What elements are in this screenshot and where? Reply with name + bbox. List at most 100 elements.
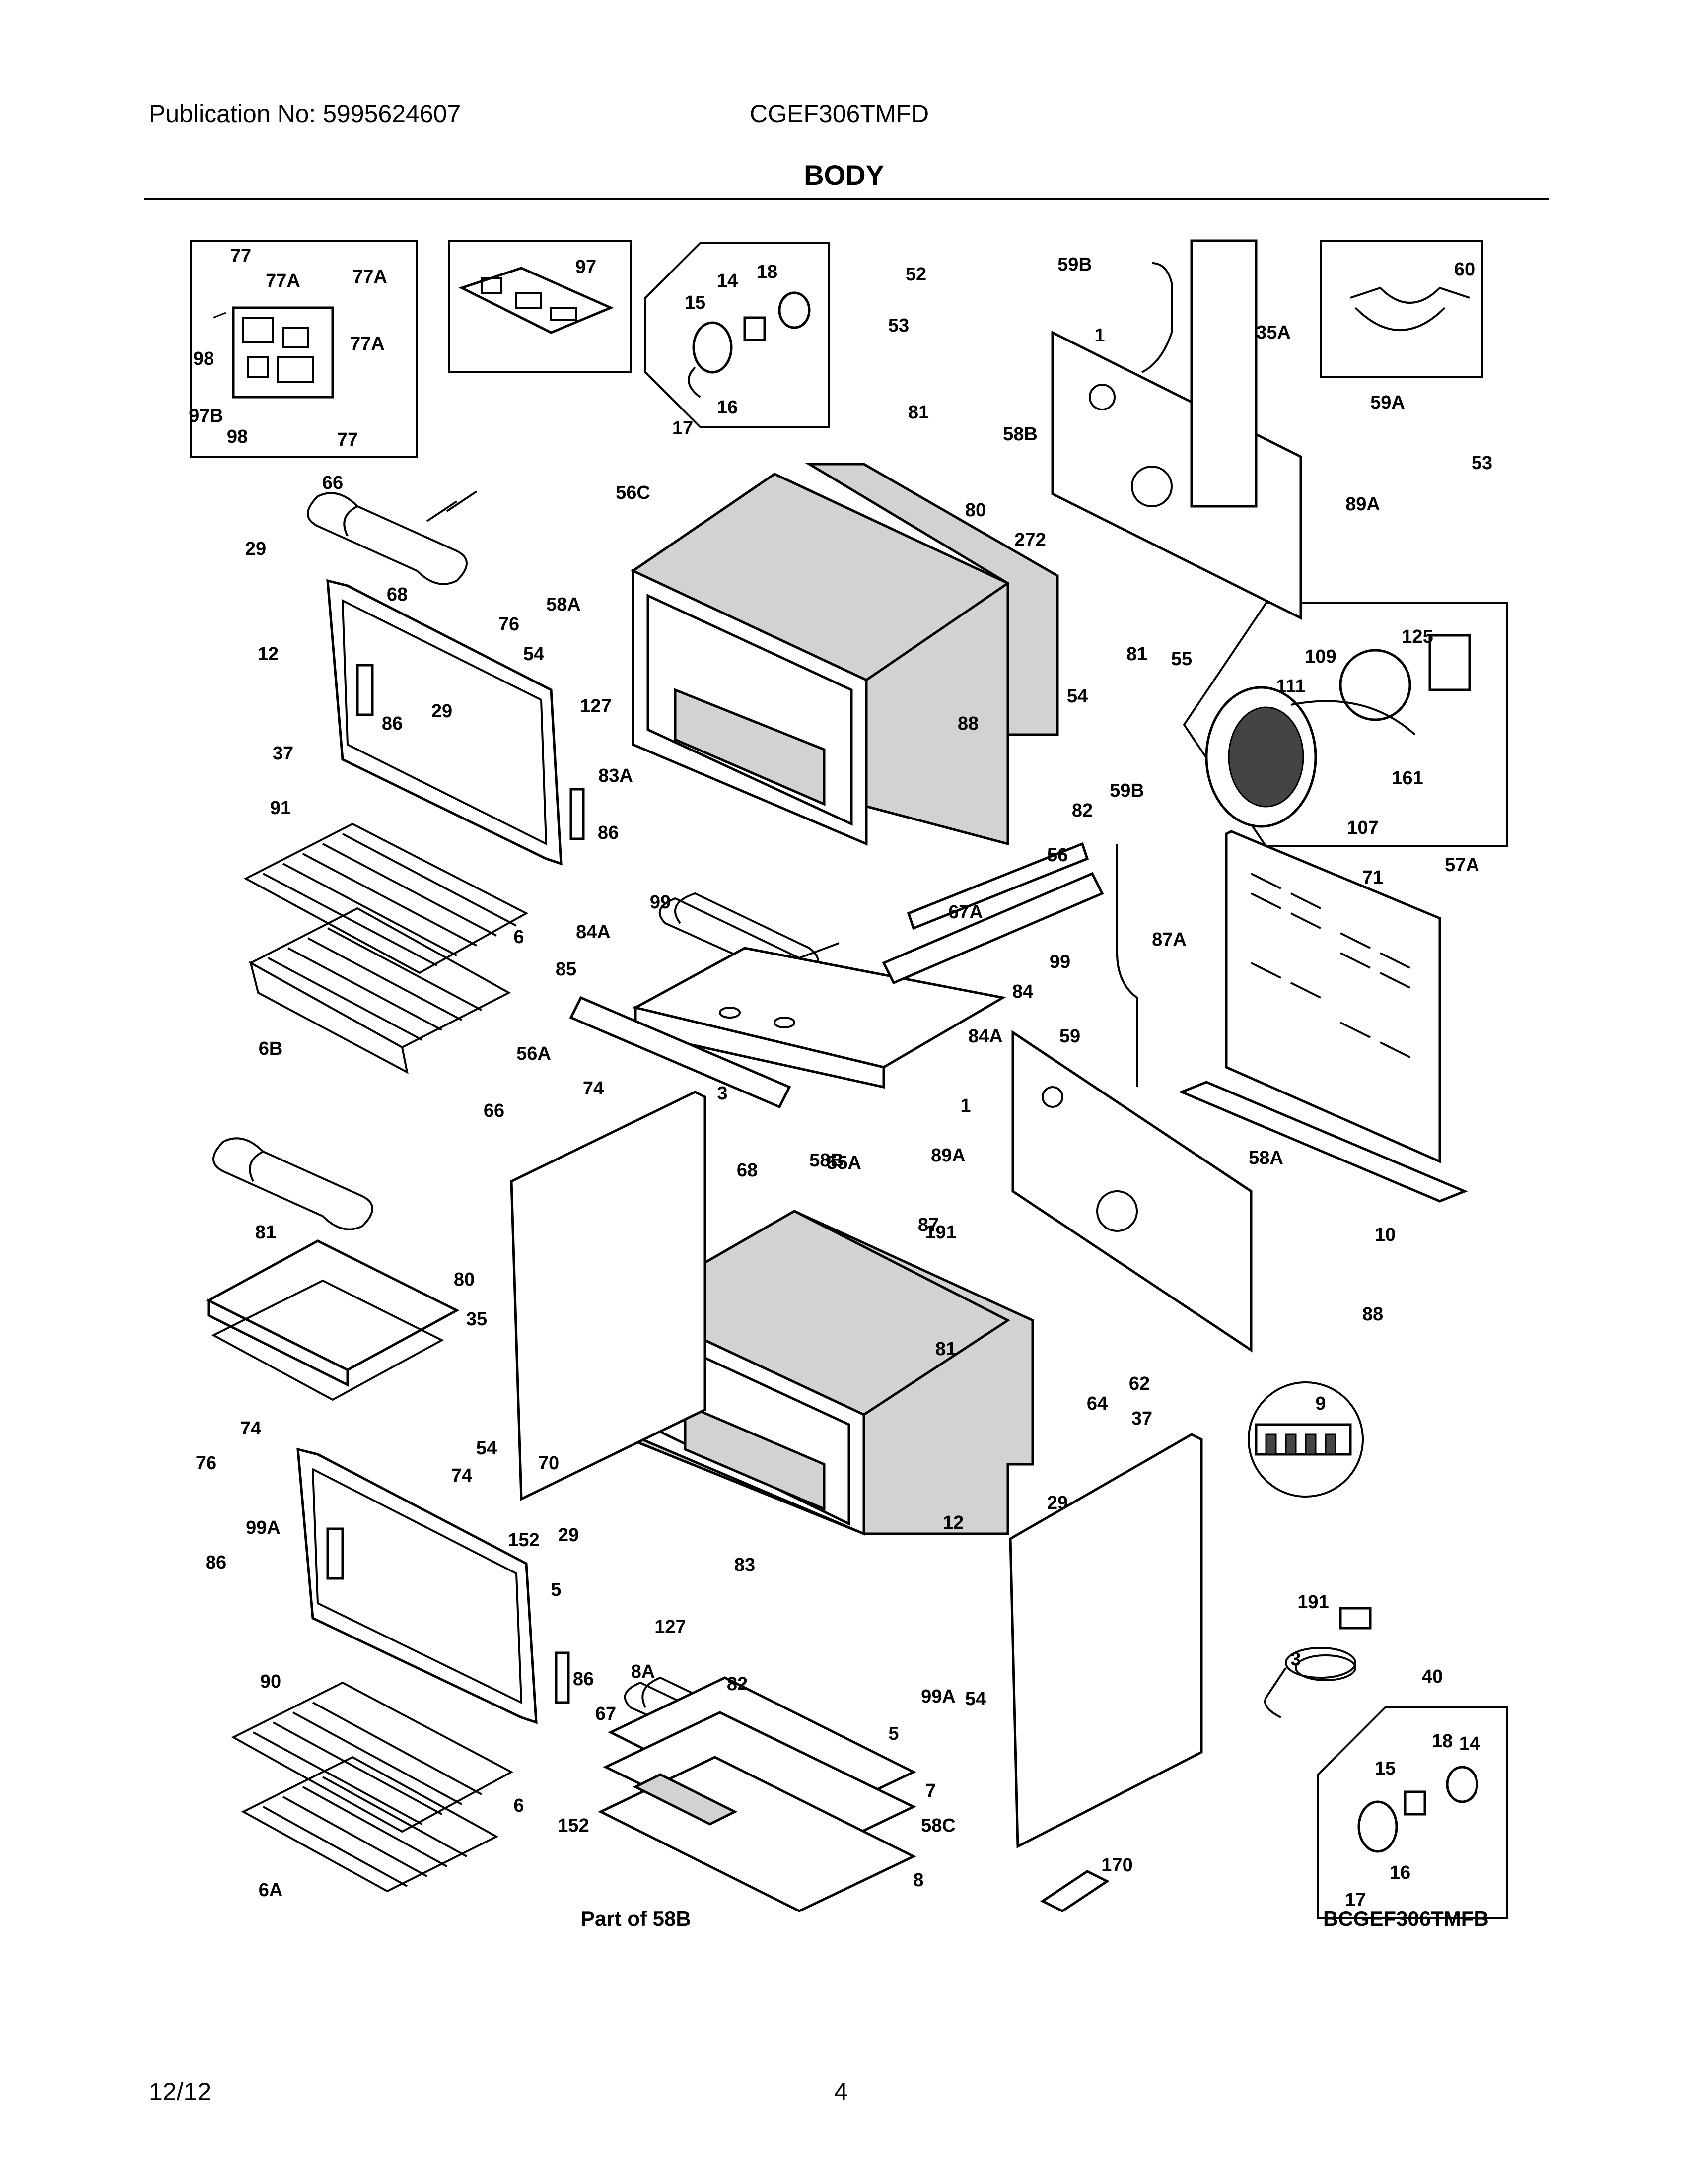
callout-60: 60 [1454, 259, 1475, 280]
callout-80: 80 [454, 1269, 475, 1290]
callout-161: 161 [1392, 768, 1423, 789]
callout-81: 81 [935, 1339, 956, 1360]
callout-17: 17 [672, 418, 693, 439]
callout-87: 87 [918, 1215, 939, 1235]
callout-67: 67 [595, 1704, 616, 1724]
lower-broil-element [212, 1137, 373, 1230]
callout-58b: 58B [1003, 424, 1038, 445]
lower-door-frame [296, 1447, 570, 1724]
callout-29: 29 [1047, 1493, 1068, 1513]
upper-rails [569, 842, 1104, 1109]
callout-74: 74 [451, 1465, 472, 1486]
callout-74: 74 [583, 1078, 604, 1099]
inset-control-board [190, 240, 418, 458]
callout-81: 81 [255, 1222, 276, 1243]
callout-59b: 59B [1110, 780, 1144, 801]
callout-40: 40 [1422, 1666, 1443, 1687]
callout-54: 54 [965, 1689, 986, 1709]
upper-bake-pan [632, 947, 1007, 1089]
upper-broil-element [307, 490, 478, 585]
callout-54: 54 [476, 1438, 497, 1459]
callout-53: 53 [888, 315, 909, 336]
callout-18: 18 [1432, 1731, 1453, 1752]
callout-84: 84 [1012, 981, 1033, 1002]
callout-66: 66 [322, 473, 343, 493]
side-panel-left [510, 1091, 706, 1501]
inset-terminal-block [1248, 1381, 1364, 1498]
bracket-170 [1040, 1870, 1110, 1912]
upper-door-frame [326, 579, 585, 866]
callout-64: 64 [1087, 1393, 1108, 1414]
callout-77a: 77A [266, 271, 300, 291]
callout-15: 15 [1375, 1758, 1396, 1779]
upper-rack-6b [248, 907, 511, 1074]
callout-107: 107 [1347, 818, 1378, 838]
side-panel-right [1009, 1433, 1203, 1849]
callout-57a: 57A [1445, 855, 1479, 876]
callout-15: 15 [685, 292, 705, 313]
callout-29: 29 [558, 1525, 579, 1546]
callout-14: 14 [1459, 1733, 1480, 1754]
callout-84a: 84A [968, 1026, 1003, 1047]
callout-58b: 58B [809, 1150, 844, 1171]
callout-62: 62 [1129, 1373, 1150, 1394]
rear-right-panel-71 [1178, 830, 1468, 1203]
callout-3: 3 [717, 1083, 727, 1104]
callout-12: 12 [258, 644, 279, 665]
callout-68: 68 [737, 1160, 758, 1181]
callout-52: 52 [906, 264, 926, 285]
callout-12: 12 [943, 1512, 964, 1533]
model-number: CGEF306TMFD [750, 100, 929, 128]
callout-85: 85 [556, 959, 576, 980]
callout-1: 1 [960, 1095, 971, 1116]
upper-rack-6 [243, 822, 529, 974]
callout-81: 81 [1126, 644, 1147, 665]
callout-152: 152 [558, 1815, 589, 1836]
callout-86: 86 [382, 713, 403, 734]
callout-127: 127 [654, 1617, 686, 1638]
callout-77: 77 [337, 429, 358, 450]
callout-91: 91 [270, 798, 291, 819]
callout-58c: 58C [921, 1815, 956, 1836]
callout-35: 35 [466, 1309, 487, 1330]
callout-56c: 56C [616, 482, 650, 503]
callout-84a: 84A [576, 922, 611, 943]
callout-77a: 77A [350, 334, 385, 354]
inset-lamp-assembly-lower [1317, 1706, 1508, 1919]
callout-83a: 83A [598, 765, 633, 786]
publication-number: Publication No: 5995624607 [149, 100, 461, 128]
callout-10: 10 [1375, 1225, 1396, 1245]
callout-67a: 67A [948, 902, 983, 923]
callout-6: 6 [513, 927, 524, 948]
callout-68: 68 [387, 584, 408, 605]
callout-76: 76 [196, 1453, 216, 1474]
callout-99: 99 [650, 892, 671, 913]
callout-77a: 77A [352, 267, 387, 287]
power-cord [1264, 1607, 1372, 1718]
callout-5: 5 [888, 1723, 899, 1744]
callout-88: 88 [1362, 1304, 1383, 1325]
callout-89a: 89A [931, 1145, 966, 1166]
callout-8: 8 [913, 1870, 923, 1891]
callout-191: 191 [1297, 1592, 1329, 1613]
callout-35a: 35A [1256, 322, 1291, 343]
callout-191: 191 [925, 1222, 956, 1243]
callout-55: 55 [1171, 649, 1192, 670]
callout-77: 77 [230, 246, 251, 267]
callout-80: 80 [965, 500, 986, 521]
callout-59a: 59A [1370, 392, 1405, 413]
callout-6b: 6B [259, 1038, 283, 1059]
callout-6a: 6A [259, 1880, 283, 1901]
callout-6: 6 [513, 1795, 524, 1816]
callout-59: 59 [1059, 1026, 1080, 1047]
lower-rack-6a [241, 1756, 499, 1893]
callout-97b: 97B [189, 406, 223, 426]
callout-29: 29 [431, 701, 452, 722]
callout-82: 82 [1072, 800, 1093, 821]
upper-oven-cavity [630, 463, 1059, 846]
broil-pan [206, 1239, 460, 1401]
callout-16: 16 [717, 397, 738, 418]
callout-127: 127 [580, 696, 611, 717]
